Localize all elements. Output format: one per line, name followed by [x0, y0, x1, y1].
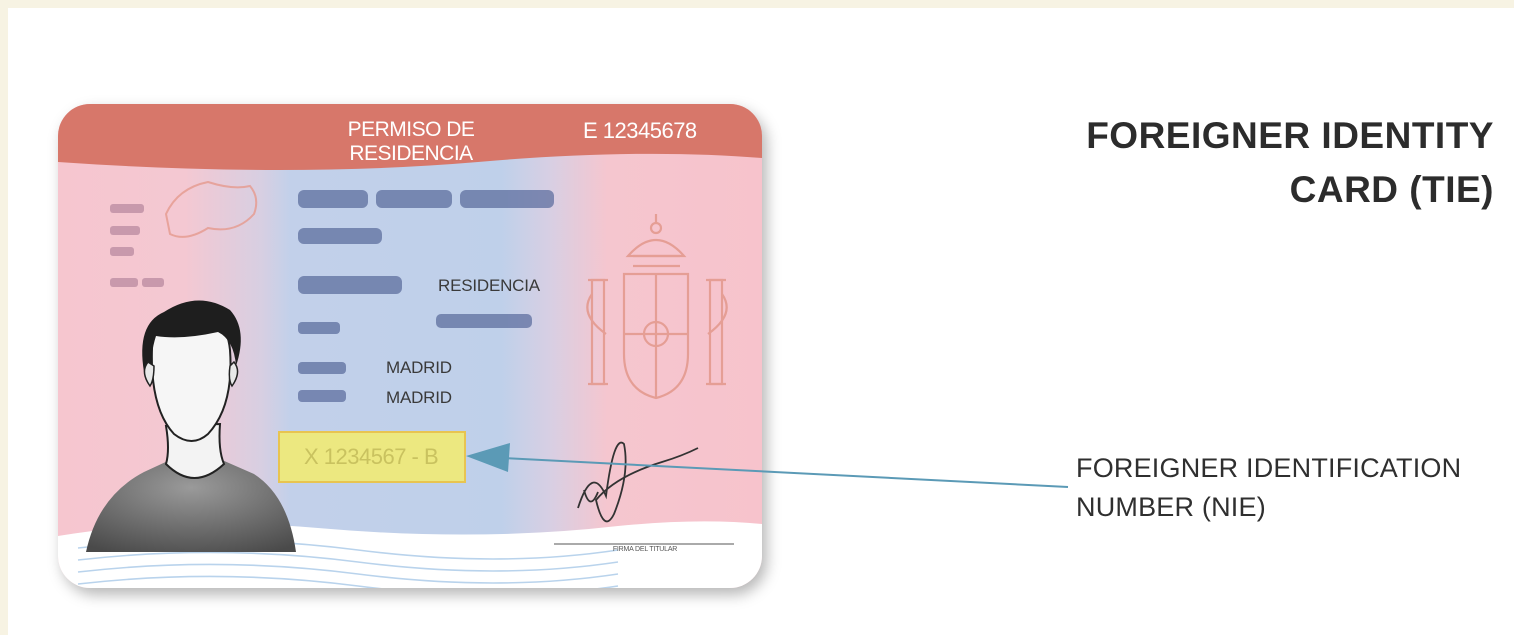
portrait-shirt: [86, 460, 296, 552]
callout-arrow-line: [501, 457, 1069, 488]
nie-highlight-box: X 1234567 - B: [278, 431, 466, 483]
blurred-labels-left: [110, 204, 164, 287]
callout-line-1: FOREIGNER IDENTIFICATION: [1076, 453, 1462, 483]
bull-silhouette: [164, 180, 258, 238]
portrait-ears: [143, 360, 239, 388]
card-title: PERMISO DE RESIDENCIA: [347, 118, 475, 165]
permit-type-text: RESIDENCIA: [438, 276, 540, 295]
heading-line-2: CARD (TIE): [1289, 169, 1494, 210]
nie-callout-label: FOREIGNER IDENTIFICATION NUMBER (NIE): [1076, 449, 1496, 527]
heading-line-1: FOREIGNER IDENTITY: [1086, 115, 1494, 156]
nie-number: X 1234567 - B: [304, 444, 439, 469]
portrait-hair: [142, 300, 241, 376]
figure-heading: FOREIGNER IDENTITY CARD (TIE): [1074, 109, 1494, 217]
residence-card: PERMISO DE RESIDENCIA E 12345678 RESIDEN…: [58, 104, 762, 588]
blurred-data-fields: [298, 190, 554, 402]
province-text: MADRID: [386, 388, 452, 407]
card-header-band: [58, 104, 762, 170]
portrait-photo: [86, 300, 296, 552]
card-number: E 12345678: [583, 118, 697, 143]
signature-caption: FIRMA DEL TITULAR: [612, 546, 678, 553]
callout-arrow-head: [466, 443, 510, 472]
coat-of-arms: [586, 214, 728, 400]
birthplace-text: MADRID: [386, 358, 452, 377]
signature-scribble: [577, 441, 699, 523]
callout-line-2: NUMBER (NIE): [1076, 492, 1266, 522]
